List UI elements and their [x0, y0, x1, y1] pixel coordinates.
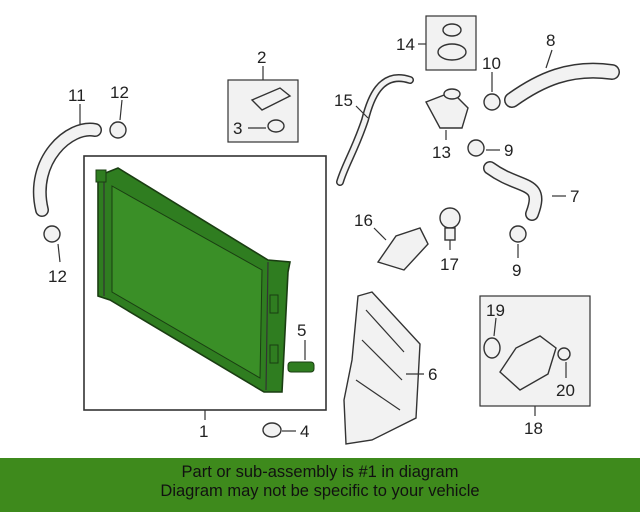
- clamp-part-12-upper[interactable]: [109, 121, 127, 139]
- label-2: 2: [257, 48, 266, 67]
- label-10: 10: [482, 54, 501, 73]
- label-1: 1: [199, 422, 208, 441]
- sensor-part-20[interactable]: [557, 347, 571, 361]
- o-ring-part-19[interactable]: [483, 337, 501, 359]
- label-16: 16: [354, 211, 373, 230]
- parts-diagram: 1 5 4 2 3 11 12 12 15 14 13 10: [33, 15, 620, 445]
- label-18: 18: [524, 419, 543, 438]
- label-5: 5: [297, 321, 306, 340]
- label-6: 6: [428, 365, 437, 384]
- label-19: 19: [486, 301, 505, 320]
- cap-part-14[interactable]: [437, 43, 467, 61]
- water-outlet-part-13[interactable]: [425, 88, 469, 129]
- label-17: 17: [440, 255, 459, 274]
- label-11: 11: [68, 86, 86, 105]
- housing-part-18[interactable]: [499, 335, 557, 391]
- bracket-part-2[interactable]: [250, 87, 292, 111]
- thermostat-part-17[interactable]: [439, 207, 461, 241]
- air-guide-part-6[interactable]: [343, 291, 421, 445]
- label-14: 14: [396, 35, 415, 54]
- radiator-illustration[interactable]: [95, 167, 291, 393]
- label-8: 8: [546, 31, 555, 50]
- label-12-upper: 12: [110, 83, 129, 102]
- banner-line-1: Part or sub-assembly is #1 in diagram: [181, 463, 459, 481]
- label-15: 15: [334, 91, 353, 110]
- bushing-part-4[interactable]: [262, 422, 282, 438]
- fitting-part-16[interactable]: [376, 227, 429, 271]
- bracket-callout-box: [227, 79, 299, 143]
- grommet-part-3[interactable]: [267, 119, 285, 133]
- label-13: 13: [432, 143, 451, 162]
- drain-plug-part-5[interactable]: [287, 361, 315, 373]
- label-4: 4: [300, 422, 309, 441]
- label-3: 3: [233, 119, 242, 138]
- clamp-part-9-lower[interactable]: [509, 225, 527, 243]
- clamp-part-12-lower[interactable]: [43, 225, 61, 243]
- clamp-part-10[interactable]: [483, 93, 501, 111]
- clamp-part-9-upper[interactable]: [467, 139, 485, 157]
- label-9-lower: 9: [512, 261, 521, 280]
- notice-banner: Part or sub-assembly is #1 in diagram Di…: [0, 458, 640, 512]
- banner-line-2: Diagram may not be specific to your vehi…: [160, 482, 480, 500]
- label-7: 7: [570, 187, 579, 206]
- label-9-upper: 9: [504, 141, 513, 160]
- label-12-lower: 12: [48, 267, 67, 286]
- label-20: 20: [556, 381, 575, 400]
